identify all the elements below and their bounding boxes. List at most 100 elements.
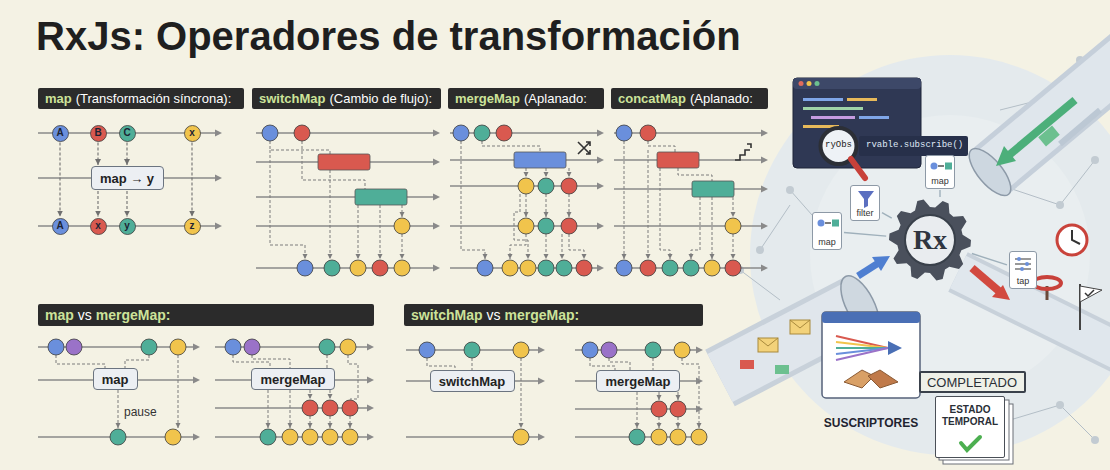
clock-icon bbox=[1057, 225, 1087, 255]
timeline-arrowhead bbox=[538, 347, 545, 354]
dashed-arrowhead bbox=[508, 254, 513, 259]
timeline-arrowhead bbox=[761, 223, 768, 230]
timeline-arrowhead bbox=[597, 157, 604, 164]
marble bbox=[616, 125, 632, 141]
header-text: vs bbox=[78, 307, 92, 323]
inner-observable bbox=[318, 154, 370, 170]
dashed-arrowhead bbox=[567, 212, 572, 217]
network-dots bbox=[1056, 401, 1064, 409]
marble bbox=[576, 260, 592, 276]
dashed-link bbox=[521, 358, 522, 428]
flag-icon bbox=[1085, 290, 1094, 296]
marble-letter: x bbox=[189, 128, 195, 138]
dashed-arrowhead bbox=[657, 395, 662, 400]
dashed-link bbox=[380, 205, 381, 259]
label-holder: pause bbox=[124, 402, 157, 420]
header-text: vs bbox=[487, 307, 501, 323]
card-glyph bbox=[818, 220, 840, 227]
subscribers-card-outline bbox=[822, 312, 920, 432]
marble-letter: B bbox=[94, 128, 101, 138]
dashed-arrowhead bbox=[524, 212, 529, 217]
clock-icon bbox=[1072, 230, 1080, 244]
marble: x bbox=[90, 218, 107, 235]
dashed-arrowhead bbox=[710, 254, 715, 259]
glyph-arrow bbox=[938, 165, 944, 166]
dashed-arrowhead bbox=[356, 254, 361, 259]
card-label: map bbox=[931, 176, 949, 186]
header-text: (Transformación síncrona): bbox=[76, 91, 232, 106]
timeline-arrowhead bbox=[215, 175, 222, 182]
marble bbox=[538, 218, 554, 234]
header-text: (Cambio de flujo): bbox=[329, 91, 432, 106]
marble bbox=[282, 429, 298, 445]
timeline-arrowhead bbox=[696, 347, 703, 354]
operator-box: map → y bbox=[91, 166, 164, 190]
timeline-arrowhead bbox=[597, 223, 604, 230]
hand-right bbox=[868, 370, 898, 388]
marble bbox=[340, 339, 356, 355]
network-dots bbox=[786, 186, 794, 194]
marble: C bbox=[119, 125, 136, 142]
header-text: map bbox=[45, 91, 72, 106]
operator-box: mergeMap bbox=[596, 370, 680, 392]
network-dots bbox=[1056, 201, 1064, 209]
marble bbox=[419, 342, 435, 358]
dashed-arrowhead bbox=[731, 212, 736, 217]
dashed-link bbox=[56, 355, 105, 368]
dashed-link bbox=[510, 234, 526, 259]
card-heading: SUSCRIPTORES bbox=[824, 416, 918, 430]
inner-observable bbox=[657, 152, 699, 168]
dashed-arrowhead bbox=[582, 254, 587, 259]
dashed-arrowhead bbox=[635, 423, 640, 428]
state-text: ESTADO TEMPORAL bbox=[936, 404, 1004, 427]
dashed-arrowhead bbox=[400, 212, 405, 217]
illustration-backdrop bbox=[750, 55, 1110, 455]
gear-teeth bbox=[889, 200, 971, 281]
marble bbox=[474, 125, 490, 141]
fan-line bbox=[836, 336, 888, 348]
dashed-link bbox=[178, 355, 179, 428]
marble bbox=[674, 342, 690, 358]
timeline-arrowhead bbox=[215, 130, 222, 137]
dashed-link bbox=[118, 390, 119, 428]
dashed-link bbox=[270, 150, 305, 259]
dashed-link bbox=[624, 141, 625, 259]
check-mark bbox=[961, 437, 980, 450]
left-pipe bbox=[790, 320, 810, 328]
dashed-link bbox=[461, 141, 485, 259]
dashed-link bbox=[268, 390, 269, 428]
glyph-square bbox=[832, 220, 839, 227]
dashed-arrowhead bbox=[308, 394, 313, 399]
page-title: RxJs: Operadores de transformación bbox=[36, 14, 741, 58]
flag-icon bbox=[1080, 284, 1102, 330]
dashed-arrowhead bbox=[689, 254, 694, 259]
shuffle-icon bbox=[578, 142, 590, 154]
code-line bbox=[803, 107, 863, 110]
timeline-arrowhead bbox=[367, 377, 374, 384]
marble: x bbox=[184, 125, 201, 142]
marble bbox=[518, 178, 534, 194]
marble bbox=[683, 260, 699, 276]
operator-name: map → y bbox=[100, 171, 154, 186]
dashed-arrowhead bbox=[328, 254, 333, 259]
inner-observable bbox=[514, 152, 566, 168]
timeline-arrowhead bbox=[367, 405, 374, 412]
gear-label: Rx bbox=[913, 224, 947, 256]
marble-circle bbox=[52, 125, 68, 141]
marble bbox=[342, 400, 358, 416]
timeline-arrowhead bbox=[367, 434, 374, 441]
dashed-arrowhead bbox=[378, 254, 383, 259]
status-text: COMPLETADO bbox=[927, 375, 1017, 390]
marble bbox=[322, 400, 338, 416]
marble bbox=[464, 342, 480, 358]
section-header: mapvsmergeMap: bbox=[38, 304, 374, 326]
dashed-arrowhead bbox=[328, 394, 333, 399]
marble bbox=[640, 125, 656, 141]
marble: y bbox=[119, 218, 136, 235]
header-text: mergeMap bbox=[455, 91, 520, 106]
timeline-arrowhead bbox=[761, 186, 768, 193]
marble bbox=[616, 260, 632, 276]
network-link bbox=[882, 213, 892, 219]
flow-arrow bbox=[191, 143, 192, 217]
marble bbox=[518, 218, 534, 234]
